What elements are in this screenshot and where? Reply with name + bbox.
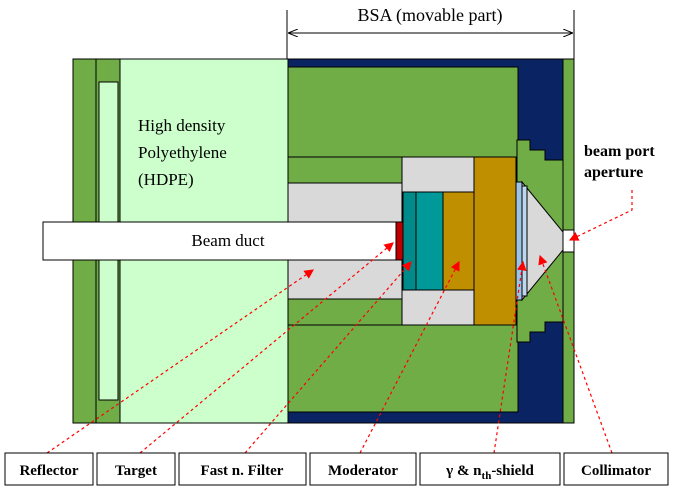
target-label-box (96, 452, 176, 486)
moderator-block-b (473, 156, 517, 326)
beam-port-aperture (562, 229, 575, 253)
collimator-label: Collimator (581, 463, 651, 479)
pointer-arrows (46, 190, 633, 454)
fast-filter-arrow (244, 261, 412, 454)
beam-port-label-bg (578, 137, 668, 185)
target-label: Target (115, 463, 157, 479)
moderator-label: Moderator (328, 463, 398, 479)
fast-filter-label-box (178, 452, 307, 486)
shield-label-sub: th (482, 470, 492, 482)
aperture-arrow (568, 190, 633, 241)
fast-filter-block-a (402, 191, 417, 291)
beam-duct-label: Beam duct (191, 231, 264, 250)
reflector-label-box (4, 452, 94, 486)
reflector-label: Reflector (19, 463, 78, 479)
shield-label-box (419, 452, 561, 486)
target-arrow (139, 242, 394, 454)
label-row: Reflector Target Fast n. Filter Moderato… (4, 452, 669, 486)
beam-duct (42, 221, 397, 261)
gamma-shield-b (521, 185, 528, 297)
moderator-block-a (442, 191, 475, 291)
shield-label-suffix: -shield (491, 463, 534, 479)
hdpe-label-line1: High density (138, 116, 226, 135)
target-block (395, 221, 404, 261)
shield-label: γ & nth-shield (445, 463, 534, 482)
beam-port-label-line1: beam port (584, 143, 655, 160)
beam-port-label-line2: aperture (584, 164, 643, 181)
moderator-label-box (309, 452, 417, 486)
hdpe-label-line3: (HDPE) (138, 170, 194, 189)
fast-filter-label: Fast n. Filter (201, 463, 284, 479)
shield-label-prefix: γ & n (445, 463, 482, 479)
collimator-arrow (538, 254, 613, 454)
gamma-shield-a (515, 181, 523, 301)
shield-arrow (493, 260, 527, 454)
bsa-label: BSA (movable part) (358, 5, 503, 26)
collimator-label-box (563, 452, 669, 486)
fast-filter-block-b (415, 191, 444, 291)
hdpe-label-line2: Polyethylene (138, 143, 227, 162)
